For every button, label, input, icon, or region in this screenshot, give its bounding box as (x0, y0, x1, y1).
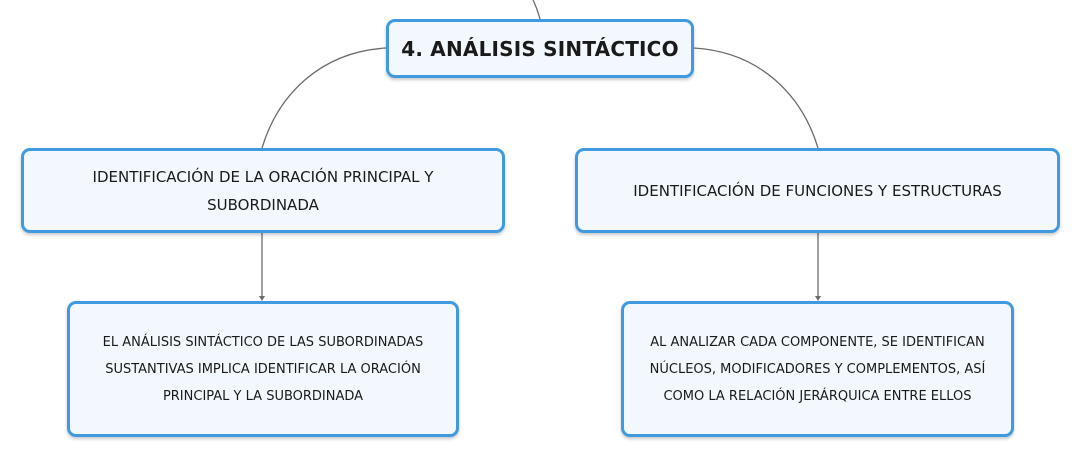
connector-root-to-left-branch (261, 47, 387, 149)
connector-parent-to-root (532, 0, 541, 20)
arrowhead-left-detail (259, 296, 265, 301)
detail-node-funciones-estructuras[interactable]: AL ANALIZAR CADA COMPONENTE, SE IDENTIFI… (621, 301, 1014, 437)
branch-node-funciones-estructuras[interactable]: IDENTIFICACIÓN DE FUNCIONES Y ESTRUCTURA… (575, 148, 1060, 233)
branch-node-oracion-principal[interactable]: IDENTIFICACIÓN DE LA ORACIÓN PRINCIPAL Y… (21, 148, 505, 233)
detail-node-oracion-principal[interactable]: EL ANÁLISIS SINTÁCTICO DE LAS SUBORDINAD… (67, 301, 459, 437)
arrowhead-right-detail (815, 296, 821, 301)
branch-node-label: IDENTIFICACIÓN DE FUNCIONES Y ESTRUCTURA… (633, 181, 1002, 200)
branch-node-label: IDENTIFICACIÓN DE LA ORACIÓN PRINCIPAL Y… (92, 167, 434, 214)
root-node[interactable]: 4. ANÁLISIS SINTÁCTICO (386, 19, 694, 78)
root-node-label: 4. ANÁLISIS SINTÁCTICO (401, 36, 679, 61)
connector-root-to-right-branch (693, 47, 819, 149)
detail-node-text: AL ANALIZAR CADA COMPONENTE, SE IDENTIFI… (649, 334, 986, 404)
detail-node-text: EL ANÁLISIS SINTÁCTICO DE LAS SUBORDINAD… (102, 334, 424, 404)
